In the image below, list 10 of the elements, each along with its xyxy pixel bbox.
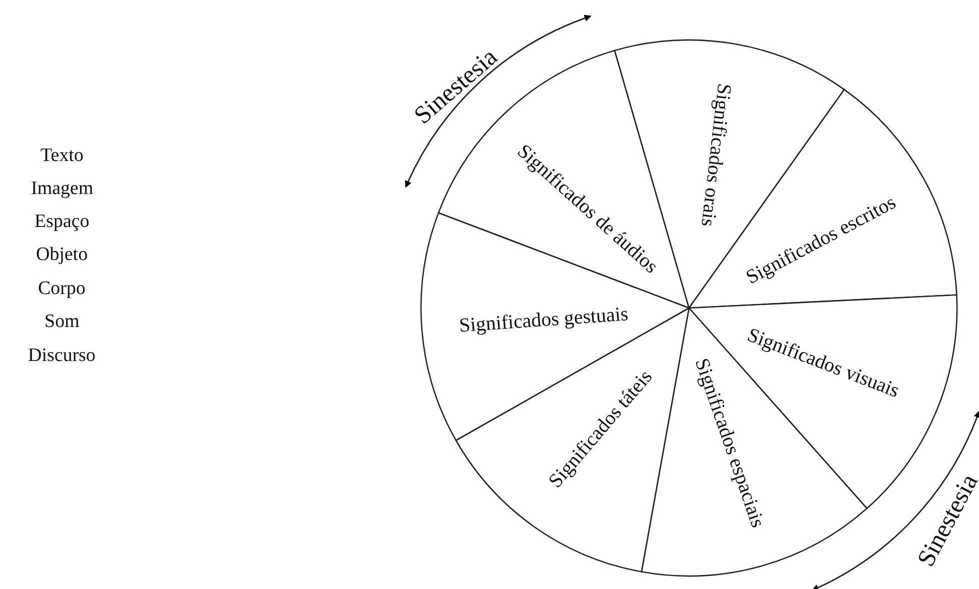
mode-label: Som — [44, 312, 80, 330]
mode-label: Imagem — [31, 178, 94, 198]
sector — [455, 307, 690, 572]
mode-label: Discurso — [28, 346, 96, 364]
mode-label: Corpo — [38, 278, 86, 298]
mode-label: Objeto — [36, 244, 88, 264]
mode-label: Espaço — [34, 212, 90, 230]
sector-label: Significados gestuais — [458, 304, 628, 336]
mode-label: Texto — [40, 146, 84, 164]
sector-label: Significados orais — [698, 82, 734, 228]
